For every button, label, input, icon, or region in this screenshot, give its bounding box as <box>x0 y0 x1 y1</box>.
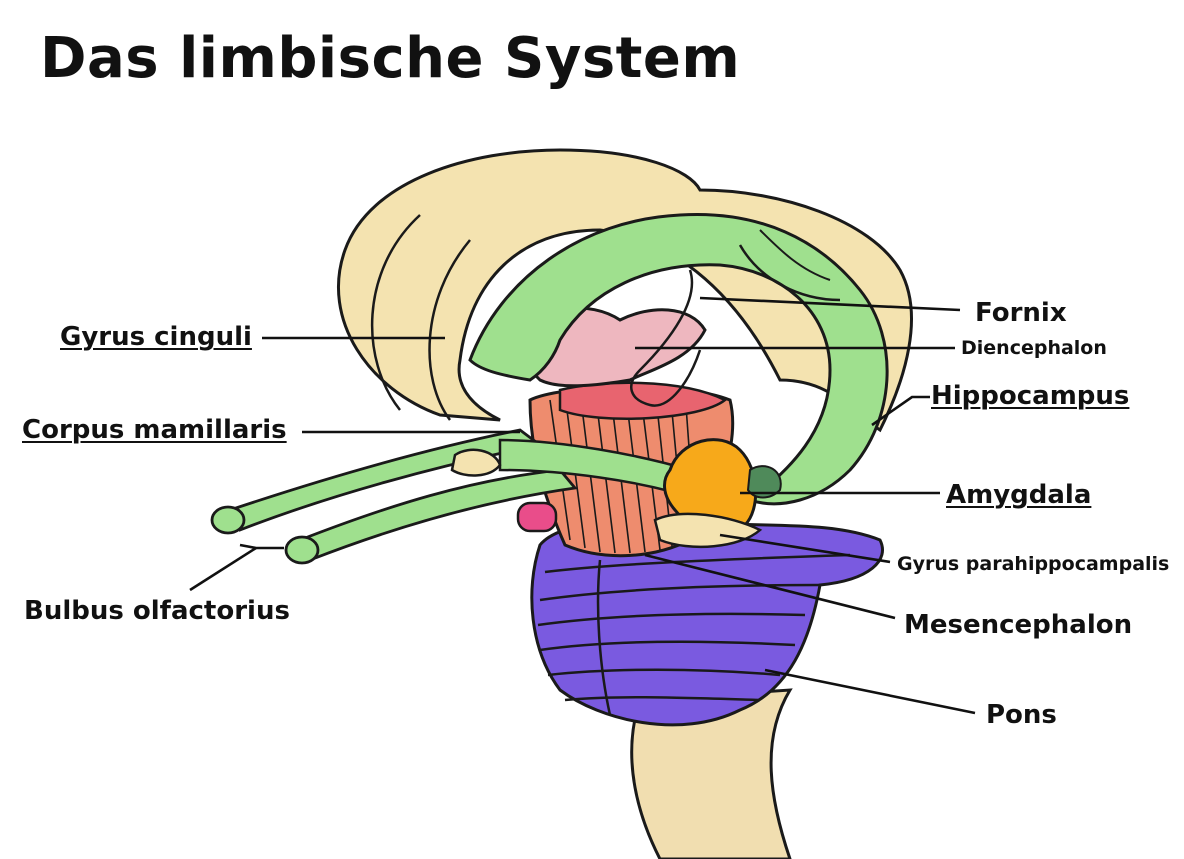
olfactory-tract-lower <box>298 468 578 562</box>
label-diencephalon: Diencephalon <box>961 337 1107 359</box>
olfactory-bump <box>450 448 502 477</box>
olfactory-bulb-upper <box>210 505 246 535</box>
parahippocampal-shape <box>653 512 763 549</box>
amygdala-shape <box>663 438 758 532</box>
corpus-mamillaris-shape <box>516 501 558 533</box>
label-fornix: Fornix <box>975 298 1067 328</box>
label-bulbus-olfactorius: Bulbus olfactorius <box>24 596 290 626</box>
olfactory-bulb-lower <box>284 535 320 565</box>
leader-lines <box>189 296 976 715</box>
label-gyrus-parahippocampalis: Gyrus parahippocampalis <box>897 553 1170 575</box>
label-corpus-mamillaris: Corpus mamillaris <box>22 415 287 445</box>
label-hippocampus: Hippocampus <box>931 381 1130 411</box>
brainstem <box>630 688 793 859</box>
label-mesencephalon: Mesencephalon <box>904 610 1133 640</box>
label-amygdala: Amygdala <box>946 480 1092 510</box>
diagram-title: Das limbische System <box>40 26 741 91</box>
pons-ridges <box>537 553 851 716</box>
label-gyrus-cinguli: Gyrus cinguli <box>60 322 252 352</box>
label-pons: Pons <box>986 700 1057 730</box>
